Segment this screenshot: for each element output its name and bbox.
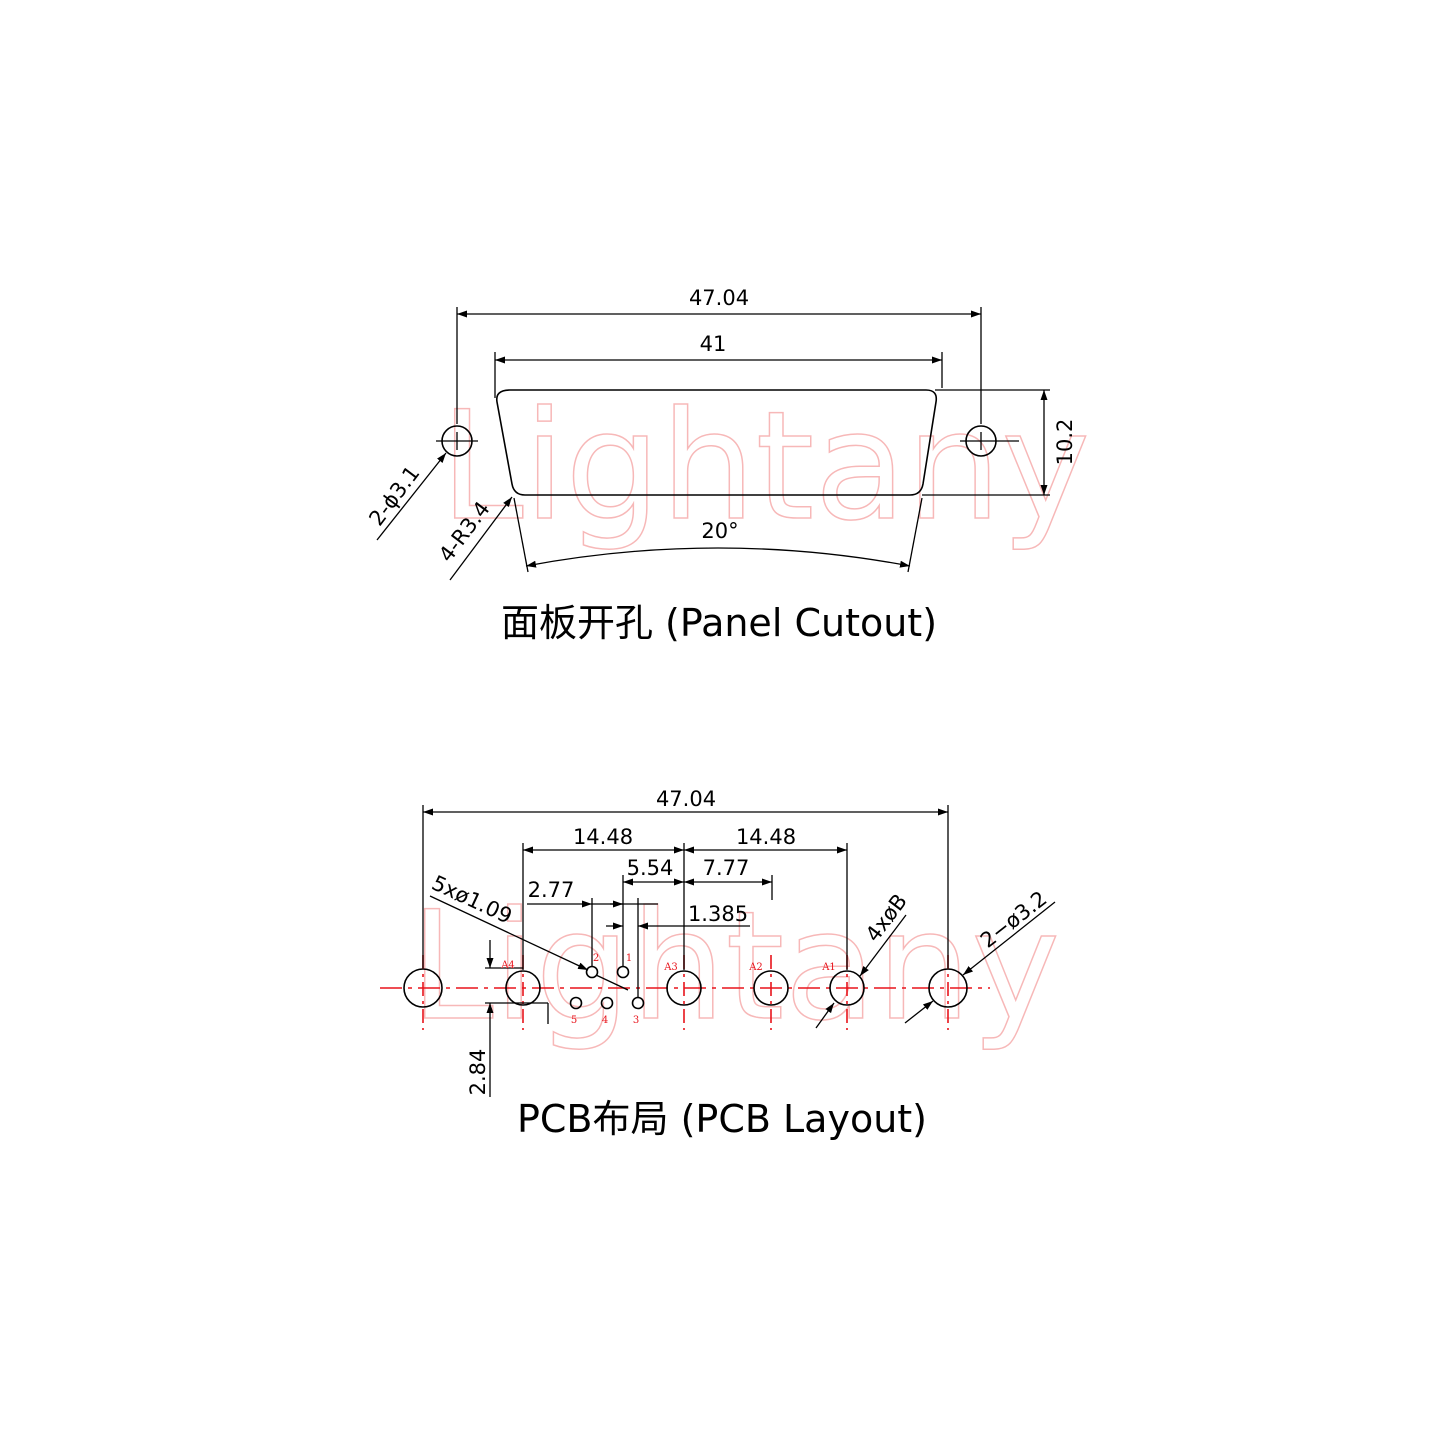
- pin-hole-3: [631, 996, 645, 1010]
- pcb-layout-drawing: [380, 805, 1056, 1097]
- pcb-mount-hole-left: [403, 968, 443, 1008]
- pin-label-3: 3: [633, 1015, 639, 1026]
- pin-label-1: 1: [626, 953, 632, 964]
- pcb-dim-right: 14.48: [736, 825, 796, 849]
- contact-label-a1: A1: [821, 962, 836, 973]
- panel-dim-cutout: 41: [700, 332, 727, 356]
- contact-hole-a4: [505, 970, 541, 1006]
- watermark-top: Lightany: [440, 380, 1090, 554]
- pcb-dim-777: 7.77: [703, 856, 750, 880]
- contact-label-a3: A3: [663, 962, 678, 973]
- pcb-dim-1385: 1.385: [688, 902, 748, 926]
- pin-label-5: 5: [571, 1015, 577, 1026]
- panel-dim-hole: 2-ϕ3.1: [364, 461, 424, 530]
- pcb-dim-277: 2.77: [528, 878, 575, 902]
- panel-dim-angle: 20°: [701, 519, 738, 543]
- contact-hole-a3: [666, 970, 702, 1006]
- pin-label-2: 2: [593, 953, 599, 964]
- pin-hole-5: [569, 996, 583, 1010]
- pin-hole-4: [600, 996, 614, 1010]
- panel-cutout-drawing: [376, 307, 1050, 581]
- cutout-outline: [495, 389, 938, 496]
- panel-dim-height: 10.2: [1053, 419, 1077, 466]
- pcb-dim-overall: 47.04: [656, 787, 716, 811]
- pcb-dim-554: 5.54: [627, 856, 674, 880]
- pin-hole-2: [585, 965, 599, 979]
- contact-label-a2: A2: [748, 962, 763, 973]
- pcb-caption: PCB布局 (PCB Layout): [517, 1097, 927, 1141]
- watermark-bottom: Lightany: [410, 880, 1060, 1054]
- panel-caption: 面板开孔 (Panel Cutout): [501, 601, 937, 645]
- pcb-mount-hole-right: [928, 968, 968, 1008]
- pcb-dim-left: 14.48: [573, 825, 633, 849]
- contact-label-a4: A4: [500, 960, 515, 971]
- pcb-dim-row: 2.84: [466, 1049, 490, 1096]
- contact-hole-a1: [829, 970, 865, 1006]
- pin-label-4: 4: [602, 1015, 608, 1026]
- pin-hole-1: [616, 965, 630, 979]
- panel-dim-overall: 47.04: [689, 286, 749, 310]
- contact-hole-a2: [753, 970, 789, 1006]
